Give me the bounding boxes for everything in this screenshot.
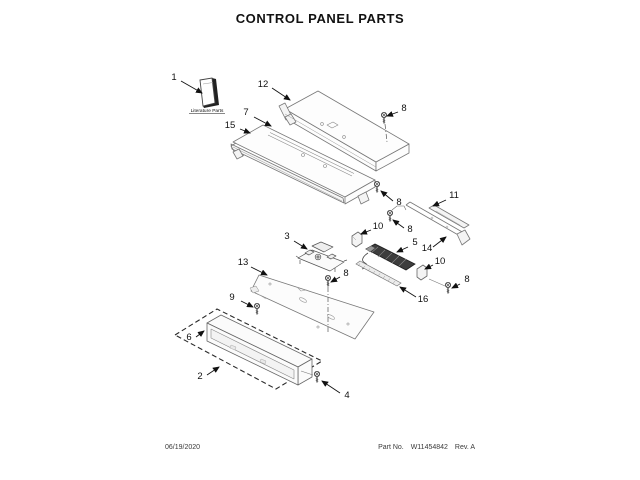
- footer-date: 06/19/2020: [165, 444, 201, 451]
- callout-arrow-2: [206, 366, 220, 376]
- callout-arrow-8: [380, 190, 394, 202]
- part-7-control-panel: [230, 124, 376, 205]
- callout-arrow-8: [330, 276, 341, 283]
- callout-arrow-14: [432, 236, 447, 248]
- part-15-front-trim: [230, 142, 345, 204]
- callout-arrow-4: [321, 380, 341, 394]
- callout-label-9: 9: [229, 292, 234, 303]
- literature-parts-label: Literature Parts: [191, 108, 224, 114]
- screw-4-link-line: [300, 370, 314, 376]
- callout-label-8: 8: [407, 224, 412, 235]
- callout-label-12: 12: [258, 79, 269, 90]
- part-no-value: W11454842: [410, 444, 448, 451]
- callout-arrow-5: [396, 246, 409, 253]
- part-10-bracket-right: [416, 264, 446, 287]
- callout-label-1: 1: [171, 72, 176, 83]
- callout-label-7: 7: [243, 107, 248, 118]
- screw-8-rail-clip: [391, 205, 407, 211]
- callout-arrow-16: [399, 286, 417, 298]
- callout-arrow-11: [432, 199, 447, 207]
- callout-arrow-10: [424, 263, 434, 270]
- screw-8-rail: [386, 209, 394, 223]
- callout-label-16: 16: [418, 294, 429, 305]
- callout-arrow-8: [451, 282, 461, 289]
- callout-label-6: 6: [186, 332, 191, 343]
- callout-label-2: 2: [197, 371, 202, 382]
- callout-label-15: 15: [225, 120, 236, 131]
- screw-4: [313, 370, 321, 384]
- screw-8-board: [324, 274, 332, 288]
- callout-arrow-8: [392, 219, 405, 229]
- callout-label-10: 10: [373, 221, 384, 232]
- part-6-glass-panel: [206, 314, 313, 386]
- part-5-latch-motor: [361, 243, 416, 271]
- footer-part-number: Part No. W11454842 Rev. A: [373, 444, 475, 451]
- callout-arrow-13: [250, 266, 268, 276]
- callout-arrow-1: [180, 80, 203, 94]
- callout-label-8: 8: [401, 103, 406, 114]
- revision-label: Rev. A: [454, 444, 475, 451]
- callout-arrow-7: [253, 116, 272, 127]
- screw-8-top-centerline: [384, 123, 388, 143]
- callout-arrow-6: [195, 330, 205, 338]
- callout-label-10: 10: [435, 256, 446, 267]
- screw-8-top: [380, 111, 388, 125]
- part-no-label: Part No.: [378, 444, 404, 451]
- part-13-board-panel: [249, 274, 375, 340]
- callout-arrow-12: [271, 87, 291, 101]
- part-10-bracket-left: [351, 231, 363, 248]
- screw-8-bracket: [444, 281, 452, 295]
- callout-label-8: 8: [396, 197, 401, 208]
- callout-label-5: 5: [412, 237, 417, 248]
- callout-label-13: 13: [238, 257, 249, 268]
- screw-9: [253, 302, 261, 316]
- callout-label-11: 11: [449, 190, 459, 201]
- callout-arrow-9: [240, 300, 254, 308]
- callout-arrow-3: [293, 240, 308, 250]
- part-2-assembly-outline: [173, 308, 324, 390]
- callout-arrow-10: [360, 228, 372, 235]
- callout-label-8: 8: [343, 268, 348, 279]
- callout-label-3: 3: [284, 231, 289, 242]
- callout-label-4: 4: [344, 390, 349, 401]
- part-16-latch-rod: [355, 260, 402, 287]
- part-14-support-rail: [405, 201, 471, 246]
- callout-label-8: 8: [464, 274, 469, 285]
- callout-arrow-15: [239, 127, 251, 134]
- part-1-literature-booklet: Literature Parts: [189, 77, 225, 114]
- page-title: CONTROL PANEL PARTS: [235, 11, 405, 26]
- part-3-latch-assembly: [295, 241, 348, 272]
- part-12-top-cover: [278, 90, 410, 172]
- callout-label-14: 14: [422, 243, 433, 254]
- callout-arrow-8: [386, 111, 399, 117]
